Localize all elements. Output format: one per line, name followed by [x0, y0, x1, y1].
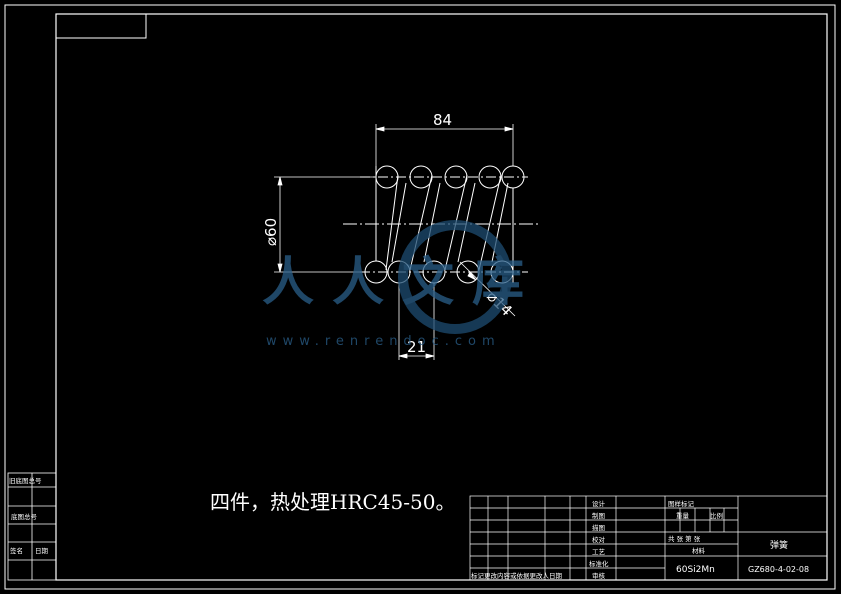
drawing-frame: [55, 13, 828, 581]
sheet-outer-border: [4, 4, 836, 590]
dimension-length: [375, 124, 514, 166]
left-strip-label-sign: 签名: [10, 546, 23, 555]
tb-material-label: 材料: [692, 546, 706, 555]
top-left-stamp-box: [55, 13, 147, 39]
tb-process-label: 工艺: [592, 548, 606, 556]
tb-design-label: 设计: [592, 499, 606, 508]
tb-check-label: 校对: [592, 535, 606, 544]
tb-part-name: 弹簧: [770, 539, 788, 551]
tb-drawing-number: GZ680-4-02-08: [748, 565, 809, 574]
left-strip-label-old-base: 旧底图总号: [9, 476, 42, 485]
dimension-pitch-label: 21: [407, 338, 426, 356]
tb-weight-label: 重量: [676, 512, 690, 520]
dimension-wire-diameter: [459, 261, 516, 317]
dimension-diameter-label: ⌀60: [262, 218, 280, 246]
tb-revision-header: 标记更改内容或依据更改人日期: [471, 571, 563, 580]
left-strip: [7, 472, 57, 581]
tb-standard-label: 标准化: [589, 559, 609, 568]
tb-scale-label: 比例: [710, 511, 723, 520]
technical-note: 四件，热处理HRC45-50。: [210, 490, 456, 514]
dimension-diameter: [274, 176, 376, 273]
tb-sheet-label: 共 张 第 张: [668, 534, 701, 543]
watermark: 人人文库 www.renrendoc.com: [262, 220, 542, 349]
tb-approve-label: 审核: [592, 571, 606, 580]
watermark-url: www.renrendoc.com: [266, 334, 501, 349]
tb-material-value: 60Si2Mn: [676, 565, 715, 575]
tb-stage-mark-label: 图样标记: [668, 499, 695, 508]
tb-draw-label: 制图: [592, 511, 605, 520]
left-strip-label-date: 日期: [35, 547, 49, 555]
dimension-length-label: 84: [433, 111, 452, 129]
watermark-logo-text: 人人文库: [262, 252, 542, 313]
tb-trace-label: 描图: [592, 523, 605, 532]
spring-view: [343, 165, 540, 284]
title-block: [469, 495, 828, 581]
left-strip-label-base: 底图总号: [11, 512, 38, 521]
